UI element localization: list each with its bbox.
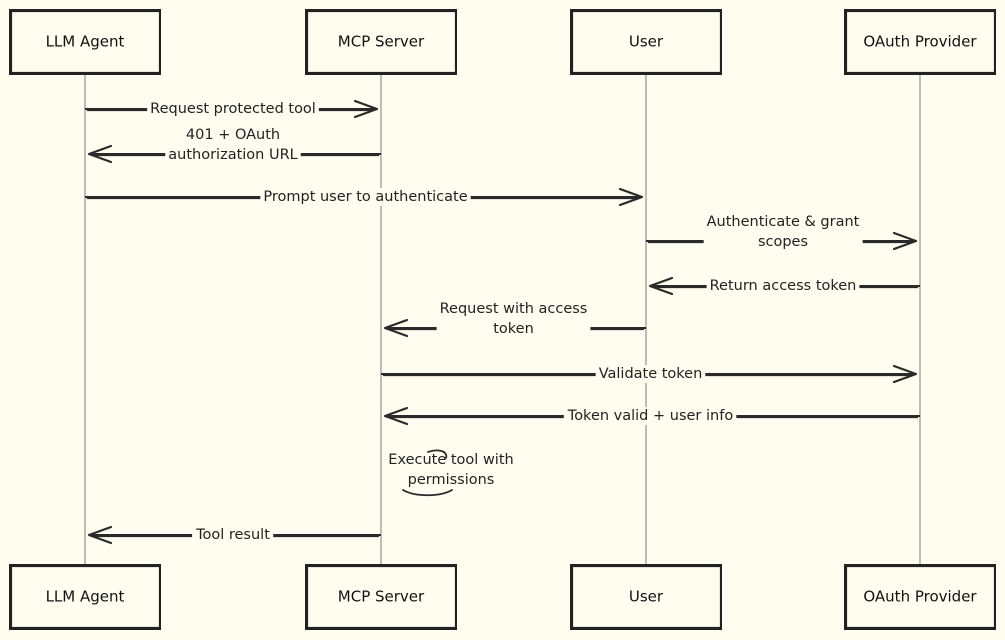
arrow-head	[87, 144, 113, 164]
actor-label: OAuth Provider	[863, 33, 977, 51]
actor-mcp-server-top: MCP Server	[305, 9, 457, 75]
actor-llm-agent-top: LLM Agent	[9, 9, 161, 75]
message-3: Prompt user to authenticate	[85, 187, 644, 207]
actor-box	[305, 564, 457, 630]
actor-user-top: User	[570, 9, 722, 75]
message-4: Authenticate & grant scopes	[646, 213, 918, 251]
messages: Request protected tool 401 + OAuth authori…	[85, 99, 920, 545]
arrow-head	[383, 318, 409, 338]
message-label-background	[563, 407, 737, 425]
actor-box-sketch-stroke	[845, 565, 996, 629]
message-label: Execute tool with	[388, 452, 513, 468]
arrow-head	[648, 276, 674, 296]
message-5: Return access token	[648, 276, 920, 296]
actor-box	[844, 564, 996, 630]
message-label-background	[706, 277, 860, 295]
actor-oauth-provider-top: OAuth Provider	[844, 9, 996, 75]
actor-box	[9, 9, 161, 75]
message-label: Request with access	[440, 301, 588, 317]
message-label-background	[595, 365, 706, 383]
message-label: Prompt user to authenticate	[263, 189, 467, 205]
actor-user-bottom: User	[570, 564, 722, 630]
message-label: Authenticate & grant	[707, 214, 860, 230]
actor-box-sketch-stroke	[10, 565, 161, 629]
arrow-head	[353, 99, 379, 119]
message-label-background	[260, 188, 471, 206]
actor-box-sketch-stroke	[845, 10, 996, 74]
message-label: Token valid + user info	[567, 408, 734, 424]
arrow-head	[892, 231, 918, 251]
message-6: Request with access token	[383, 300, 646, 338]
actor-label: MCP Server	[338, 588, 425, 606]
actor-box-sketch-stroke	[571, 10, 722, 74]
actor-box-sketch-stroke	[306, 565, 457, 629]
message-label-background	[703, 213, 863, 251]
message-9: Execute tool with permissions	[388, 449, 514, 497]
arrow-head	[383, 406, 409, 426]
message-8: Token valid + user info	[383, 406, 920, 426]
actor-box	[570, 9, 722, 75]
message-label: authorization URL	[168, 147, 297, 163]
self-loop-stroke	[402, 489, 453, 497]
message-7: Validate token	[381, 364, 918, 384]
message-1: Request protected tool	[85, 99, 379, 119]
message-label-background	[165, 126, 301, 164]
message-label: Return access token	[710, 278, 857, 294]
actor-mcp-server-bottom: MCP Server	[305, 564, 457, 630]
message-label: Request protected tool	[150, 101, 316, 117]
message-label: Validate token	[599, 366, 703, 382]
message-10: Tool result	[87, 525, 381, 545]
actor-row-bottom: LLM Agent MCP Server User OAuth Provider	[9, 564, 996, 630]
message-label: scopes	[758, 234, 808, 250]
actor-label: OAuth Provider	[863, 588, 977, 606]
actor-row-top: LLM Agent MCP Server User OAuth Provider	[9, 9, 996, 75]
message-label: Tool result	[195, 527, 270, 543]
actor-label: User	[629, 33, 664, 51]
actor-box-sketch-stroke	[306, 10, 457, 74]
message-2: 401 + OAuth authorization URL	[87, 126, 381, 164]
message-label: permissions	[408, 472, 495, 488]
actor-label: LLM Agent	[46, 33, 125, 51]
actor-box	[305, 9, 457, 75]
actor-llm-agent-bottom: LLM Agent	[9, 564, 161, 630]
message-label: 401 + OAuth	[186, 127, 280, 143]
actor-label: LLM Agent	[46, 588, 125, 606]
message-label-background	[436, 300, 591, 338]
arrow-head	[892, 364, 918, 384]
message-label-background	[147, 100, 319, 118]
actor-label: User	[629, 588, 664, 606]
actor-label: MCP Server	[338, 33, 425, 51]
actor-box-sketch-stroke	[10, 10, 161, 74]
message-label: token	[493, 321, 534, 337]
message-label-background	[192, 526, 274, 544]
actor-box-sketch-stroke	[571, 565, 722, 629]
arrow-head	[87, 525, 113, 545]
self-loop-stroke	[427, 449, 448, 459]
actor-box	[570, 564, 722, 630]
arrow-head	[618, 187, 644, 207]
actor-oauth-provider-bottom: OAuth Provider	[844, 564, 996, 630]
lifelines	[84, 74, 921, 565]
